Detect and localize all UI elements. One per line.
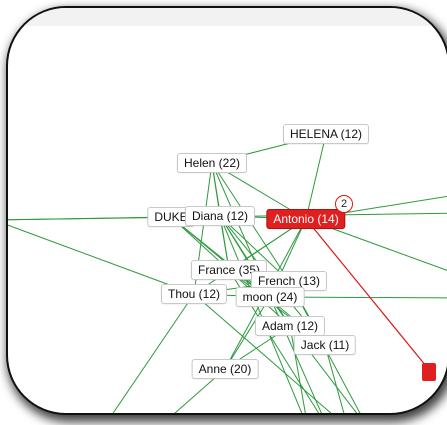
edge-adam-B1 [289,325,306,413]
edge-diana-B1 [219,215,303,413]
node-france[interactable]: France (35) [190,260,268,280]
edge-thou-Bl [112,293,195,413]
node-moon[interactable]: moon (24) [235,287,305,307]
window-top-bar [8,8,447,26]
node-helen[interactable]: Helen (22) [176,153,248,173]
edge-moon-B2 [269,296,322,413]
edge-selected-antonio [305,218,427,367]
edge-jack-B3 [324,344,345,413]
node-anne[interactable]: Anne (20) [191,359,259,379]
edge-antonio-thou [193,218,307,295]
node-helena[interactable]: HELENA (12) [282,124,370,144]
edge-diana-french [219,215,290,282]
graph-window: HELENA (12) Helen (22) DUKE Diana (12) A… [8,8,447,413]
node-antonio-selected[interactable]: Antonio (14) [266,209,346,229]
node-diana[interactable]: Diana (12) [184,206,256,226]
edge-thou-B3 [193,293,332,413]
selection-count-badge: 2 [335,195,353,213]
edge-helena-antonio [305,133,327,220]
partial-selected-node[interactable] [422,363,436,381]
node-adam[interactable]: Adam (12) [254,316,326,336]
node-duke[interactable]: DUKE [147,207,195,227]
edge-moon-anne [224,296,271,370]
node-jack[interactable]: Jack (11) [293,335,357,355]
edge-thou-L [8,224,195,295]
node-thou[interactable]: Thou (12) [160,284,228,304]
